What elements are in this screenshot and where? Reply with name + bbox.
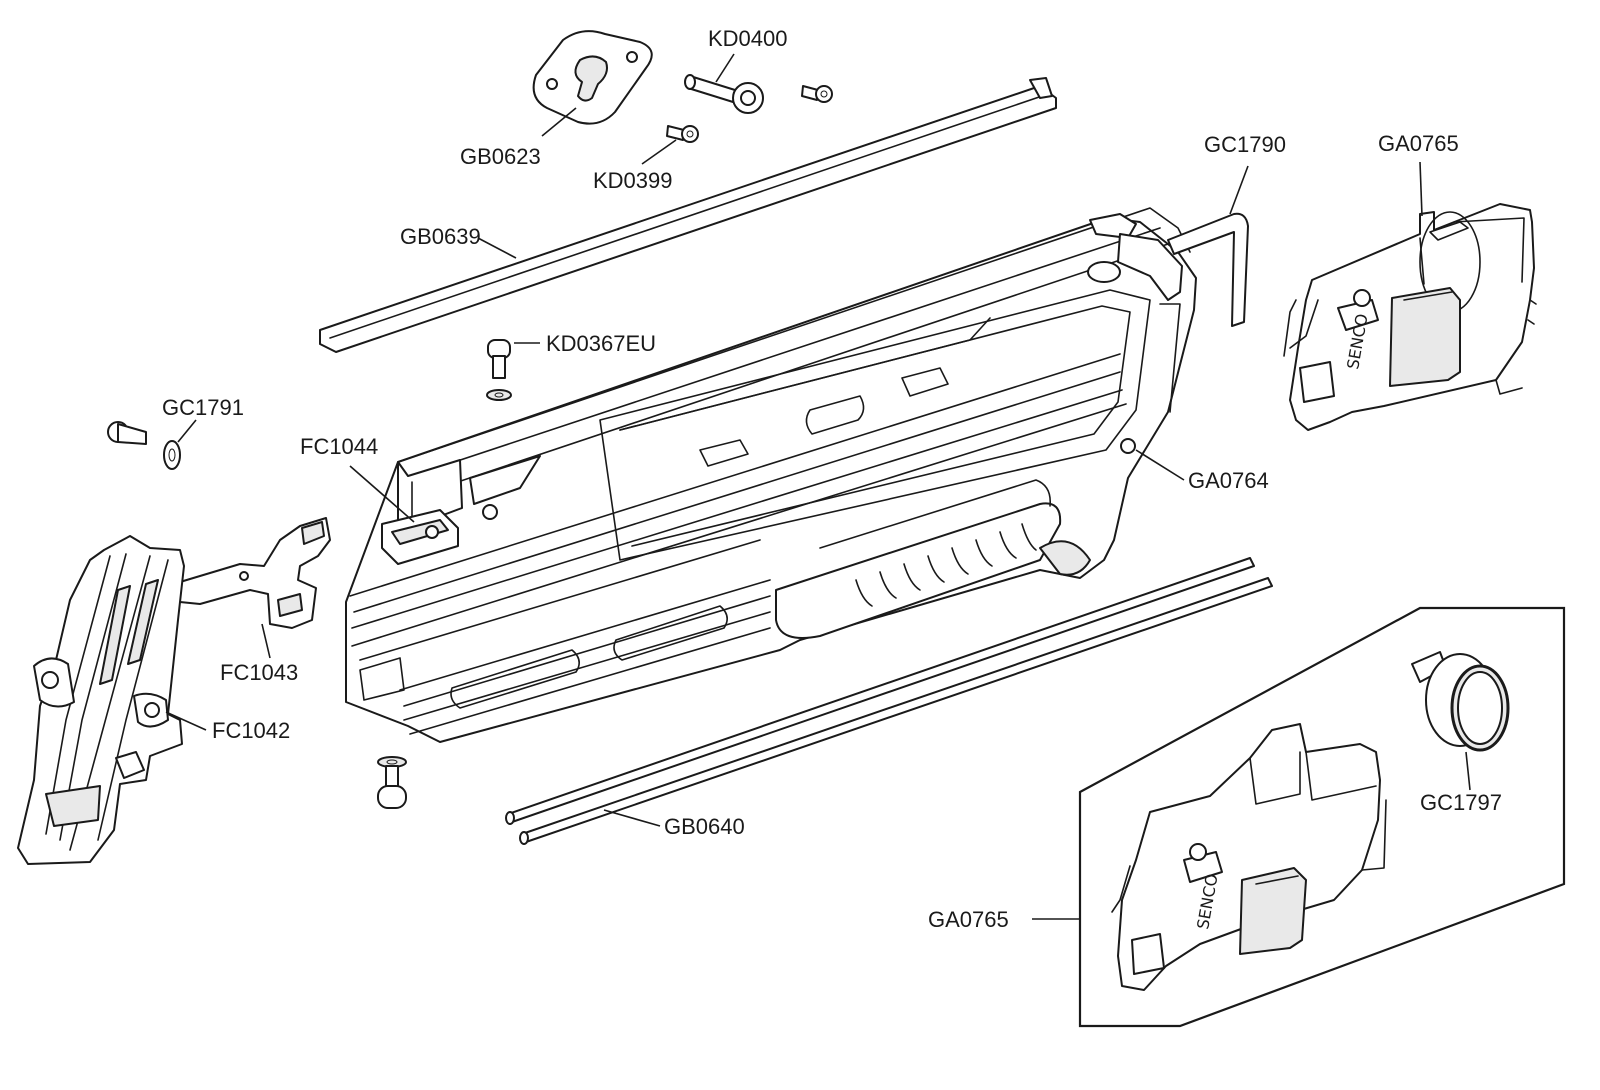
part-kd0400-pin <box>684 74 764 114</box>
part-gc1791-screw <box>107 421 181 470</box>
part-fc1043-bracket <box>179 517 331 629</box>
callout-ga0765-inset: GA0765 <box>928 907 1009 932</box>
callout-labels: GB0623 KD0400 KD0399 GB0639 GC1790 GA076… <box>162 26 1502 932</box>
part-kd0399-screw <box>666 125 699 143</box>
part-bottom-screw <box>377 756 407 809</box>
callout-ga0765-top: GA0765 <box>1378 131 1459 156</box>
part-kd0367eu-screw <box>486 339 512 401</box>
callout-gb0639: GB0639 <box>400 224 481 249</box>
callout-gc1791: GC1791 <box>162 395 244 420</box>
part-gb0640-rods <box>505 557 1273 845</box>
part-ga0765-latch-inset: SENCO <box>1111 723 1387 991</box>
part-screw-top-right <box>801 85 833 103</box>
callout-gb0623: GB0623 <box>460 144 541 169</box>
grip-ribs <box>855 523 1037 607</box>
part-gb0639-rail <box>319 77 1057 353</box>
part-ga0765-latch-top: SENCO <box>1283 203 1537 431</box>
callout-ga0764: GA0764 <box>1188 468 1269 493</box>
callout-gb0640: GB0640 <box>664 814 745 839</box>
callout-fc1042: FC1042 <box>212 718 290 743</box>
callout-fc1043: FC1043 <box>220 660 298 685</box>
callout-kd0367eu: KD0367EU <box>546 331 656 356</box>
callout-kd0400: KD0400 <box>708 26 788 51</box>
part-ga0764-magazine <box>345 207 1197 743</box>
callout-gc1790: GC1790 <box>1204 132 1286 157</box>
part-gc1797-ring <box>1411 651 1510 752</box>
part-gc1790-hex-key <box>1167 212 1249 327</box>
leader-lines <box>165 53 1471 920</box>
part-gb0623-plate <box>532 30 653 125</box>
inset-box <box>1078 606 1566 1028</box>
callout-kd0399: KD0399 <box>593 168 673 193</box>
part-fc1044-guide <box>381 509 459 565</box>
part-fc1042-nose <box>17 535 185 865</box>
callout-gc1797: GC1797 <box>1420 790 1502 815</box>
callout-fc1044: FC1044 <box>300 434 378 459</box>
